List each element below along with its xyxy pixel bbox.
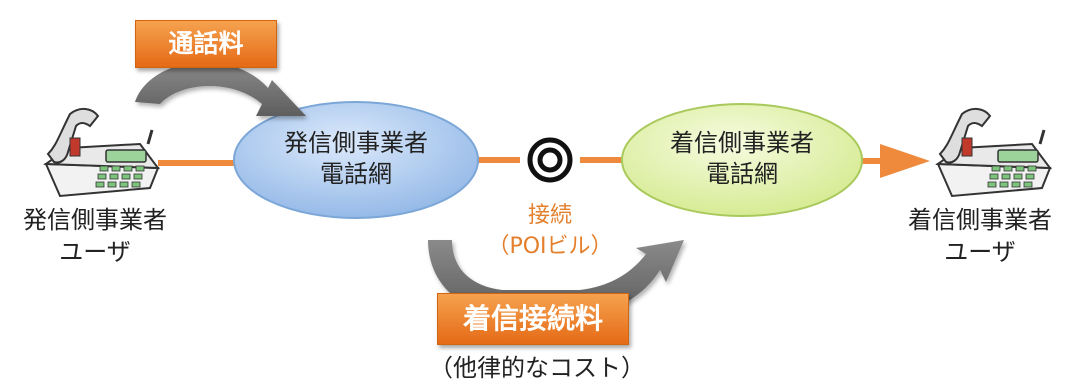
originating-network-line1: 発信側事業者 (284, 129, 428, 157)
link-terminating-user-arrow (862, 144, 930, 178)
phone-icon (935, 108, 1053, 198)
terminating-network-line2: 電話網 (706, 160, 778, 188)
terminating-user-line2: ユーザ (944, 238, 1016, 266)
termination-fee-note: （他律的なコスト） (429, 354, 645, 382)
connection-label: 接続 （POIビル） (470, 200, 630, 262)
call-fee-box: 通話料 (135, 20, 277, 68)
originating-network-line2: 電話網 (320, 160, 392, 188)
originating-user-line1: 発信側事業者 (23, 206, 167, 234)
terminating-user-label: 着信側事業者 ユーザ (888, 204, 1072, 268)
call-fee-arrow (135, 62, 306, 116)
termination-fee-label: 着信接続料 (462, 302, 603, 335)
originating-user-label: 発信側事業者 ユーザ (0, 204, 190, 268)
originating-network-ellipse (233, 101, 479, 219)
connection-label-sub: （POIビル） (487, 234, 613, 259)
connection-label-main: 接続 (527, 203, 572, 228)
terminating-user-line1: 着信側事業者 (908, 206, 1052, 234)
terminating-network-label: 着信側事業者 電話網 (632, 128, 852, 190)
phone-icon (43, 108, 161, 198)
call-fee-label: 通話料 (168, 29, 244, 58)
originating-user-line2: ユーザ (59, 238, 131, 266)
poi-symbol (527, 137, 573, 183)
originating-network-label: 発信側事業者 電話網 (246, 128, 466, 190)
termination-fee-box: 着信接続料 (437, 293, 629, 345)
terminating-network-line1: 着信側事業者 (670, 129, 814, 157)
terminating-network-ellipse (621, 103, 863, 217)
